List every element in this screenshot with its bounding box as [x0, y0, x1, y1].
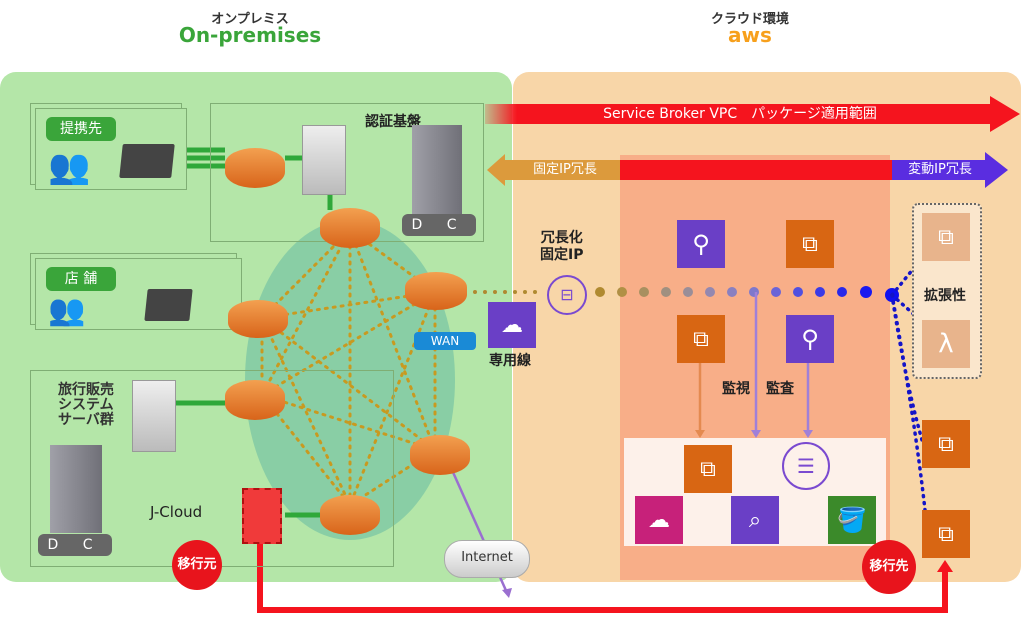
partner-label: 提携先 — [46, 117, 116, 141]
cloud-database-icon: ☁ — [635, 496, 683, 544]
lambda-icon: λ — [922, 320, 970, 368]
dedicated-line-label: 専用線 — [489, 353, 531, 369]
onprem-header-en: On-premises — [178, 23, 322, 47]
audit-label: 監査 — [766, 381, 794, 397]
cloud-header-jp: クラウド環境 — [710, 12, 789, 27]
building-icon — [50, 445, 102, 533]
building-icon — [412, 125, 462, 215]
users-icon: 👥 — [48, 147, 91, 187]
ec2-icon: ⧉ — [684, 445, 732, 493]
wan-label: WAN — [414, 332, 476, 350]
redundant-ip-dots — [595, 286, 899, 302]
travel-system-label: 旅行販売 システム サーバ群 — [58, 382, 114, 428]
load-balancer-icon: ⚲ — [786, 315, 834, 363]
router-firewall-icon — [320, 208, 380, 248]
router-firewall-icon — [320, 495, 380, 535]
laptop-icon — [144, 289, 193, 321]
migration-arrow — [257, 540, 948, 613]
router-firewall-icon — [225, 148, 285, 188]
onprem-header-jp: オンプレミス — [211, 12, 289, 27]
dedicated-line-dots — [473, 290, 537, 294]
router-icon — [228, 300, 288, 338]
cloud-header-en: aws — [728, 23, 772, 47]
elastic-ip-icon: ⊟ — [547, 275, 587, 315]
router-firewall-icon — [410, 435, 470, 475]
fixed-ip-label: 固定IP冗長 — [533, 162, 597, 177]
server-rack-icon — [302, 125, 346, 195]
ec2-target-icon: ⧉ — [922, 510, 970, 558]
store-label: 店 舗 — [46, 267, 116, 291]
laptop-icon — [119, 144, 175, 178]
direct-connect-icon: ☁ — [488, 302, 536, 348]
source-badge: 移行元 — [172, 540, 222, 590]
users-icon: 👥 — [48, 293, 86, 328]
kinesis-firehose-icon: ☰ — [782, 442, 830, 490]
server-rack-icon — [132, 380, 176, 452]
ec2-icon: ⧉ — [786, 220, 834, 268]
wan-cloud-ellipse — [245, 220, 455, 540]
service-broker-label: Service Broker VPC パッケージ適用範囲 — [603, 106, 877, 122]
router-firewall-icon — [225, 380, 285, 420]
redundant-ip-label: 冗長化 固定IP — [540, 230, 584, 263]
dc-label-bottom: D C — [38, 534, 112, 556]
load-balancer-icon: ⚲ — [677, 220, 725, 268]
router-icon — [405, 272, 467, 310]
internet-cloud: Internet — [444, 540, 530, 578]
ec2-autoscale-icon: ⧉ — [922, 213, 970, 261]
auth-label: 認証基盤 — [365, 114, 421, 130]
monitor-label: 監視 — [722, 381, 750, 397]
ec2-icon: ⧉ — [677, 315, 725, 363]
service-broker-arrow: Service Broker VPC パッケージ適用範囲 — [485, 96, 1020, 132]
store-block: 店 舗 👥 — [35, 258, 242, 330]
athena-icon: ⌕ — [731, 496, 779, 544]
jcloud-label: J-Cloud — [150, 503, 203, 521]
s3-bucket-icon: 🪣 — [828, 496, 876, 544]
jcloud-server-icon — [242, 488, 282, 544]
scalability-label: 拡張性 — [924, 288, 966, 304]
partner-block: 提携先 👥 — [35, 108, 187, 190]
variable-ip-label: 変動IP冗長 — [908, 162, 972, 177]
target-badge: 移行先 — [862, 540, 916, 594]
ec2-icon: ⧉ — [922, 420, 970, 468]
dc-label-top: D C — [402, 214, 476, 236]
